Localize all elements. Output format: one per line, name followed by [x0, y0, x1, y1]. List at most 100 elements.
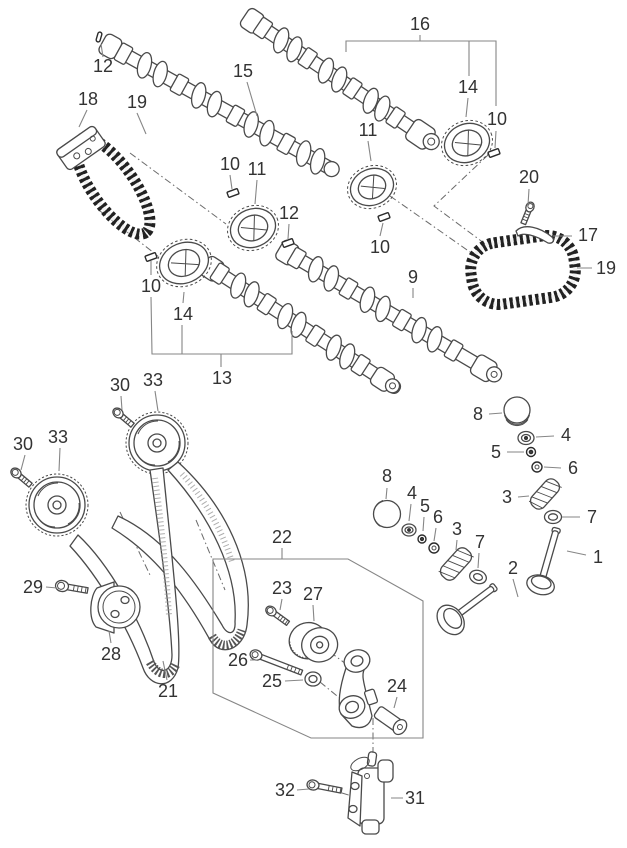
- callout-key-10-mid: 10: [220, 154, 240, 174]
- spring-seat-7-right: [543, 509, 563, 525]
- keeper-6-left: [428, 542, 440, 554]
- bolt-32: [306, 779, 343, 794]
- leader-lines-top: [78, 43, 592, 304]
- callout-timing-chain-19-right: 19: [596, 258, 616, 278]
- callout-cam-pulley-33-upper: 33: [143, 370, 163, 390]
- callout-tappet-8-left: 8: [382, 466, 392, 486]
- camshaft-9: [275, 239, 503, 383]
- callout-sprocket-14-left: 14: [173, 304, 193, 324]
- keeper-5-right: [525, 446, 537, 458]
- callout-spring-seat-7-right: 7: [587, 507, 597, 527]
- callout-cam-pulley-33-lower: 33: [48, 427, 68, 447]
- leader-lines-bottom: [20, 390, 403, 799]
- callout-spring-seat-7-left: 7: [475, 532, 485, 552]
- callout-bolt-30-lower: 30: [13, 434, 33, 454]
- callout-bolt-20: 20: [519, 167, 539, 187]
- callout-tensioner-kit-22: 22: [272, 527, 292, 547]
- camshaft-16: [239, 7, 440, 151]
- callout-valve-spring-3-right: 3: [502, 487, 512, 507]
- callout-retainer-4-right: 4: [561, 425, 571, 445]
- callout-sprocket-11-right: 11: [359, 120, 378, 140]
- chain-guide-17: [515, 226, 555, 244]
- callout-chain-guide-17: 17: [578, 225, 598, 245]
- bolt-30-upper: [112, 407, 135, 428]
- washer-25: [304, 671, 322, 687]
- tappet-8-left: [372, 499, 402, 529]
- retainer-4-right: [517, 430, 535, 446]
- valve-spring-3-right: [528, 478, 562, 510]
- callout-valve-spring-3-left: 3: [452, 519, 462, 539]
- callout-retainer-4-left: 4: [407, 483, 417, 503]
- callout-bracket-16: [345, 35, 497, 106]
- callout-keeper-6-right: 6: [568, 458, 578, 478]
- callout-bolt-26: 26: [228, 650, 248, 670]
- tensioner-kit-box: [212, 558, 424, 739]
- callout-washer-25: 25: [262, 671, 282, 691]
- callout-camshaft-assy-13: 13: [212, 368, 232, 388]
- cam-sprocket-11-mid: [227, 204, 279, 252]
- callout-sprocket-14-right: 14: [458, 77, 478, 97]
- cam-pulley-33-lower: [25, 473, 89, 537]
- callout-bolt-23: 23: [272, 578, 292, 598]
- callout-key-12-mid: 12: [279, 203, 299, 223]
- idler-pulley-28: [90, 581, 141, 634]
- bolt-30-lower: [10, 467, 33, 488]
- callout-bracket-13: [150, 296, 293, 367]
- callout-bolt-29: 29: [23, 577, 43, 597]
- callout-key-10-right: 10: [487, 109, 507, 129]
- callout-bolt-30-upper: 30: [110, 375, 130, 395]
- callout-tensioner-pulley-27: 27: [303, 584, 323, 604]
- chain-outer: [465, 230, 581, 310]
- callout-pin-12: 12: [93, 56, 113, 76]
- valve-1: [526, 526, 561, 596]
- camshaft-13-lower: [199, 255, 402, 394]
- callout-labels: 12 16 1 5 18 19 14 10 20 10 11 11 12 17 10 19 10 9 14 13 30 3…: [13, 14, 616, 808]
- callout-chain-guide-18: 18: [78, 89, 98, 109]
- callout-idler-28: 28: [101, 644, 121, 664]
- callout-tappet-8-right: 8: [473, 404, 483, 424]
- keeper-5-left: [417, 534, 427, 544]
- valve-spring-3-left: [438, 547, 474, 581]
- cam-sprocket-14-left: [156, 238, 212, 288]
- callout-sprocket-11-mid: 11: [248, 159, 267, 179]
- key-10-left: [144, 252, 158, 262]
- callout-key-10-left: 10: [141, 276, 161, 296]
- pivot-pin-24: [373, 706, 408, 736]
- callout-keeper-6-left: 6: [433, 507, 443, 527]
- callout-camshaft-assy-16: 16: [410, 14, 430, 34]
- callout-pivot-pin-24: 24: [387, 676, 407, 696]
- camshaft-15: [98, 33, 340, 178]
- tensioner-arm: [338, 649, 379, 729]
- tappet-8-right: [503, 396, 531, 426]
- callout-camshaft-9: 9: [408, 267, 418, 287]
- cam-sprocket-11-right: [347, 164, 397, 210]
- key-10-right: [487, 148, 501, 158]
- leader-lines-valves: [385, 412, 587, 598]
- callout-timing-belt-21: 21: [158, 681, 178, 701]
- key-10-mid: [226, 188, 240, 198]
- chain-guide-18: [56, 125, 106, 171]
- key-12-mid: [281, 238, 295, 248]
- callout-keeper-5-right: 5: [491, 442, 501, 462]
- cam-sprocket-14-right: [441, 119, 493, 167]
- callout-valve-1: 1: [593, 547, 603, 567]
- callout-timing-chain-19-left: 19: [127, 92, 147, 112]
- spring-seat-7-left: [469, 569, 487, 585]
- keeper-6-right: [531, 461, 543, 473]
- timing-belt-21: [69, 461, 249, 685]
- bolt-23: [265, 605, 291, 627]
- callout-keeper-5-left: 5: [420, 496, 430, 516]
- cam-pulley-33-upper: [125, 411, 189, 475]
- callout-valve-2: 2: [508, 558, 518, 578]
- tensioner-pulley-27: [288, 621, 339, 663]
- chain-tensioner-31: [347, 751, 394, 835]
- timing-chain-right: [465, 230, 581, 310]
- retainer-4-left: [401, 523, 417, 537]
- key-10-below-sprocket: [377, 212, 391, 222]
- callout-key-10-below-sprocket: 10: [370, 237, 390, 257]
- bolt-26: [249, 649, 304, 676]
- chain-links: [468, 233, 578, 307]
- callout-chain-tensioner-31: 31: [405, 788, 425, 808]
